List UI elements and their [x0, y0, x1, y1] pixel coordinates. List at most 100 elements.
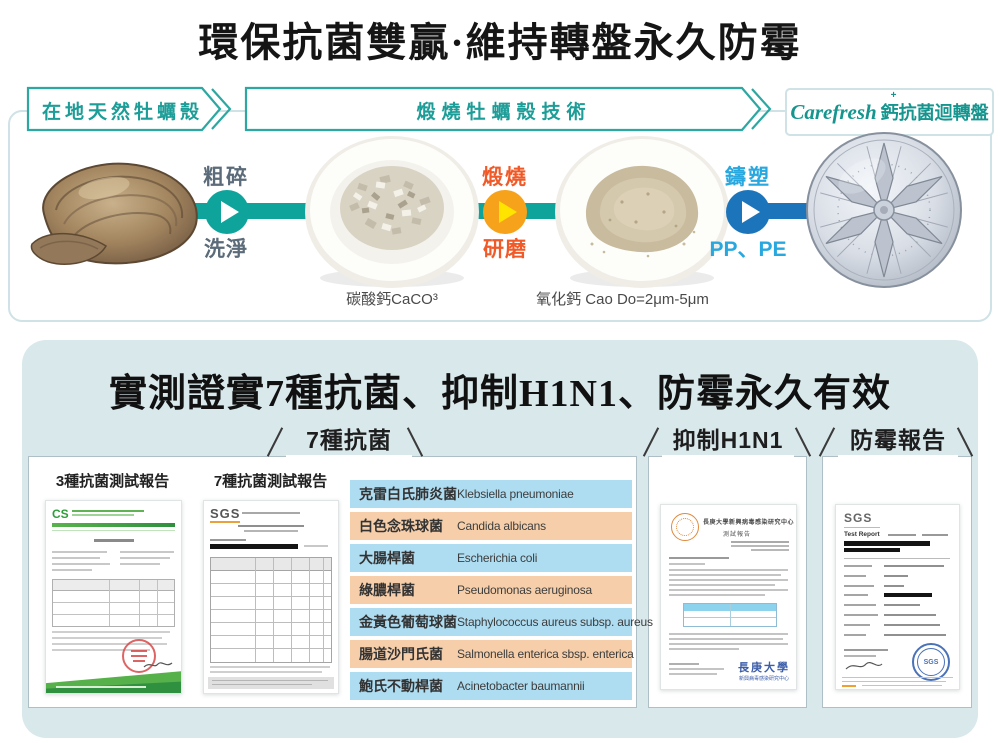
- header-antibacterial: 7種抗菌: [306, 427, 392, 453]
- bacteria-name-latin: Klebsiella pneumoniae: [457, 487, 574, 501]
- decor: [608, 218, 612, 222]
- sgs-stamp: SGS: [912, 643, 950, 681]
- border-gap: [286, 455, 412, 457]
- banner-chevron-shape: [26, 86, 232, 132]
- decor: [53, 614, 174, 615]
- decor: [52, 631, 170, 633]
- bacteria-name-zh: 克雷白氏肺炎菌: [359, 486, 457, 502]
- decor: [842, 677, 953, 678]
- decor: [731, 545, 789, 547]
- decor: [375, 181, 386, 189]
- banner-left-label: 在地天然牡蠣殼: [42, 102, 204, 123]
- decor: [874, 207, 894, 278]
- decor: [255, 558, 256, 662]
- decor: [349, 202, 360, 212]
- decor: [836, 162, 864, 190]
- decor: [131, 650, 147, 652]
- decor: [884, 624, 940, 626]
- decor: [820, 217, 856, 228]
- decor: [211, 609, 331, 610]
- decor: [309, 558, 310, 662]
- decor: [844, 614, 878, 616]
- decor: [56, 686, 146, 688]
- decor: [210, 521, 240, 523]
- decor: [613, 187, 675, 231]
- decor: [730, 604, 731, 626]
- bacteria-name-latin: Salmonella enterica sbsp. enterica: [457, 647, 634, 661]
- step3-top-label: 鑄塑: [725, 166, 771, 189]
- decor: [669, 638, 783, 640]
- decor: [361, 207, 370, 214]
- decor: [133, 660, 145, 662]
- decor: [751, 88, 772, 130]
- decor: [669, 643, 788, 645]
- decor: [676, 518, 694, 536]
- decor: [844, 527, 880, 528]
- h1n1-org-name: 長庚大學新興病毒感染研究中心: [703, 520, 795, 526]
- decor: [682, 242, 686, 246]
- decor: [211, 648, 331, 649]
- decor: [836, 230, 864, 258]
- decor: [813, 139, 955, 281]
- decor: [742, 201, 760, 223]
- decor: [844, 558, 950, 559]
- bacteria-name-zh: 白色念珠球菌: [359, 518, 443, 534]
- decor: [242, 512, 300, 514]
- decor: [904, 230, 932, 258]
- decor: [845, 661, 883, 670]
- decor: [917, 648, 945, 676]
- header-slash: [794, 427, 812, 457]
- banner-center-label: 煅燒牡蠣殼技術: [416, 102, 592, 123]
- decor: [842, 681, 946, 682]
- decor: [304, 545, 328, 547]
- decor: [52, 530, 175, 531]
- step2-bottom-label: 研磨: [483, 238, 527, 261]
- bacteria-name-zh: 鮑氏不動桿菌: [359, 678, 443, 694]
- decor: [139, 580, 140, 626]
- green-footer: [46, 671, 181, 693]
- decor: [221, 201, 239, 223]
- decor: [143, 662, 173, 668]
- red-stamp: [122, 639, 156, 673]
- decor: [419, 196, 431, 206]
- decor: [211, 635, 331, 636]
- decor: [53, 602, 174, 603]
- decor: [211, 622, 331, 623]
- decor: [844, 649, 888, 651]
- decor: [669, 579, 788, 581]
- decor: [349, 174, 431, 235]
- decor: [884, 585, 904, 587]
- step1-bottom-label: 洗淨: [204, 238, 248, 261]
- oyster-photo: [30, 162, 198, 265]
- decor: [157, 580, 158, 626]
- decor: [94, 539, 134, 542]
- decor: [825, 175, 886, 212]
- decor: [844, 634, 866, 636]
- decor: [620, 200, 624, 204]
- header-slash: [818, 427, 836, 457]
- decor: [72, 510, 144, 512]
- decor: [367, 200, 378, 210]
- decor: [397, 199, 408, 209]
- decor: [353, 181, 427, 232]
- signature: [845, 661, 883, 670]
- decor: [385, 213, 395, 220]
- decor: [884, 593, 932, 597]
- decor: [210, 671, 322, 673]
- signature: [143, 662, 173, 668]
- decor: [844, 604, 876, 606]
- decor: [52, 649, 150, 651]
- document-cs-report: CS: [45, 500, 182, 694]
- result-table: [683, 603, 777, 627]
- decor: [210, 539, 246, 541]
- decor: [891, 146, 902, 182]
- calcium-plus-mark: +: [890, 90, 897, 101]
- decor: [825, 142, 943, 278]
- header-slash: [266, 427, 284, 457]
- decor: [884, 614, 936, 616]
